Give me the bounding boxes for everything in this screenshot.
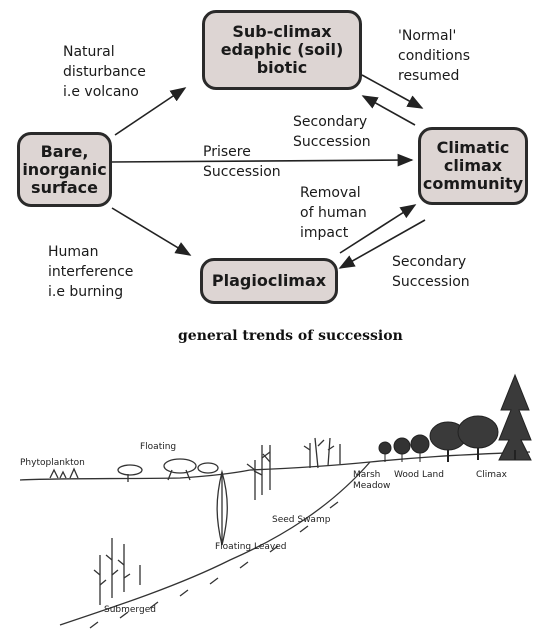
stage-seed-swamp: Seed Swamp xyxy=(272,515,331,525)
arrow-climatic-to-subclimax xyxy=(361,95,416,126)
marsh-meadow-plants xyxy=(303,437,341,469)
land-surface xyxy=(249,451,531,471)
node-climatic-climax: Climatic climax community xyxy=(418,127,528,205)
arrow-bare-to-climatic xyxy=(109,153,414,167)
caption-general-trends: general trends of succession xyxy=(178,328,403,344)
climax-trees xyxy=(429,373,532,462)
label-removal-human-impact: Removal of human impact xyxy=(300,185,367,241)
water-surface xyxy=(19,469,251,481)
label-human-interference: Human interference i.e burning xyxy=(48,244,134,300)
stage-phytoplankton: Phytoplankton xyxy=(20,458,85,468)
phytoplankton-plants xyxy=(49,467,79,479)
floating-leaved-plants xyxy=(216,469,228,546)
woodland-trees xyxy=(378,434,430,462)
label-prisere-succession: Prisere Succession xyxy=(203,144,281,180)
arrow-climatic-to-plagioclimax xyxy=(338,219,426,269)
seed-swamp-plants xyxy=(246,445,271,500)
stage-marsh-meadow: Marsh Meadow xyxy=(353,470,391,491)
label-secondary-succession-top: Secondary Succession xyxy=(293,114,371,150)
stage-floating-leaved: Floating Leaved xyxy=(215,542,287,552)
submerged-plants xyxy=(93,538,141,605)
stage-floating: Floating xyxy=(140,442,177,452)
arrow-plagioclimax-to-climatic xyxy=(339,204,417,254)
node-plagioclimax: Plagioclimax xyxy=(200,258,338,304)
node-bare-surface: Bare, inorganic surface xyxy=(17,132,112,207)
stage-submerged: Submerged xyxy=(104,605,156,615)
label-secondary-succession-bottom: Secondary Succession xyxy=(392,254,470,290)
lake-bed xyxy=(59,461,371,626)
arrow-subclimax-to-climatic xyxy=(361,74,424,109)
stage-wood-land: Wood Land xyxy=(394,470,444,480)
arrow-bare-to-subclimax xyxy=(114,87,187,136)
label-normal-conditions: 'Normal' conditions resumed xyxy=(398,28,471,84)
stage-climax: Climax xyxy=(476,470,507,480)
arrow-bare-to-plagioclimax xyxy=(111,207,192,256)
floating-plants xyxy=(117,458,219,482)
node-sub-climax: Sub-climax edaphic (soil) biotic xyxy=(202,10,362,90)
label-natural-disturbance: Natural disturbance i.e volcano xyxy=(63,44,146,100)
